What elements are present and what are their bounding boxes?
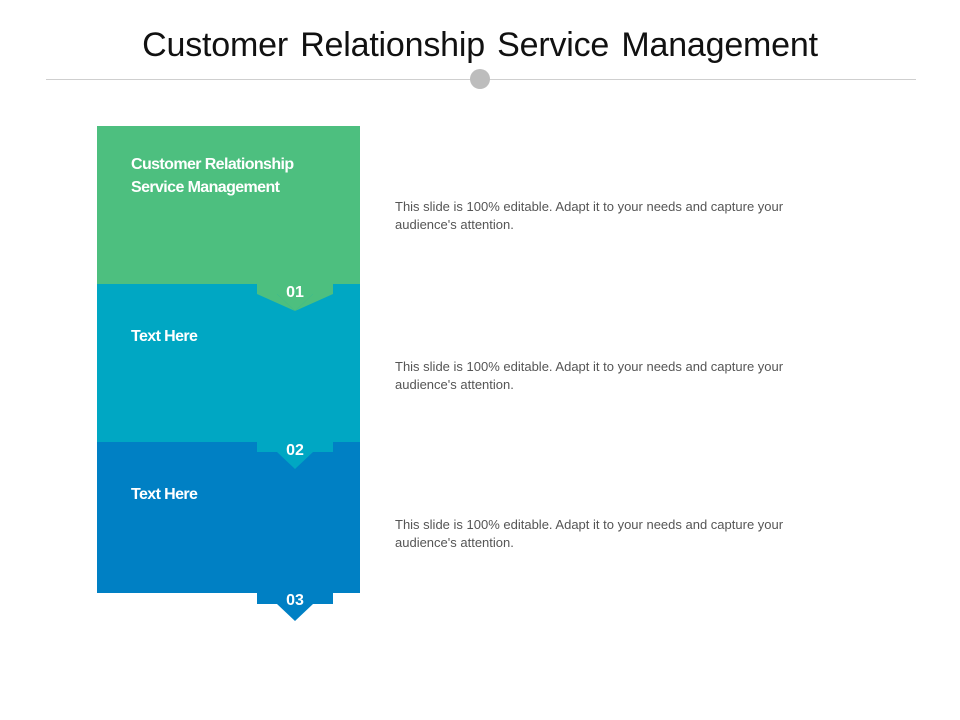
step-arrow-2: 02 [255,440,335,470]
step-label-2: Text Here [131,328,198,345]
step-label-1-line1: Customer Relationship [131,156,294,173]
step-number-3: 03 [286,592,304,609]
step-number-1: 01 [286,284,304,301]
step-label-1-line2: Service Management [131,179,280,196]
step-arrow-3: 03 [255,590,335,621]
step-block-3: Text Here [97,442,360,593]
step-block-2: Text Here [97,284,360,442]
step-description-3: This slide is 100% editable. Adapt it to… [395,517,784,550]
step-description-1: This slide is 100% editable. Adapt it to… [395,199,784,232]
step-label-1: Customer Relationship Service Management [131,153,356,199]
arrow-down-icon [257,440,333,469]
step-number-2: 02 [286,442,304,459]
arrow-down-icon [257,282,333,311]
slide-title: Customer Relationship Service Management [142,26,818,64]
arrow-down-icon [257,590,333,621]
step-label-3: Text Here [131,486,198,503]
step-block-1: Customer Relationship Service Management [97,126,360,284]
divider-dot [470,69,490,89]
step-arrow-1: 01 [255,282,335,312]
step-description-2: This slide is 100% editable. Adapt it to… [395,359,784,392]
